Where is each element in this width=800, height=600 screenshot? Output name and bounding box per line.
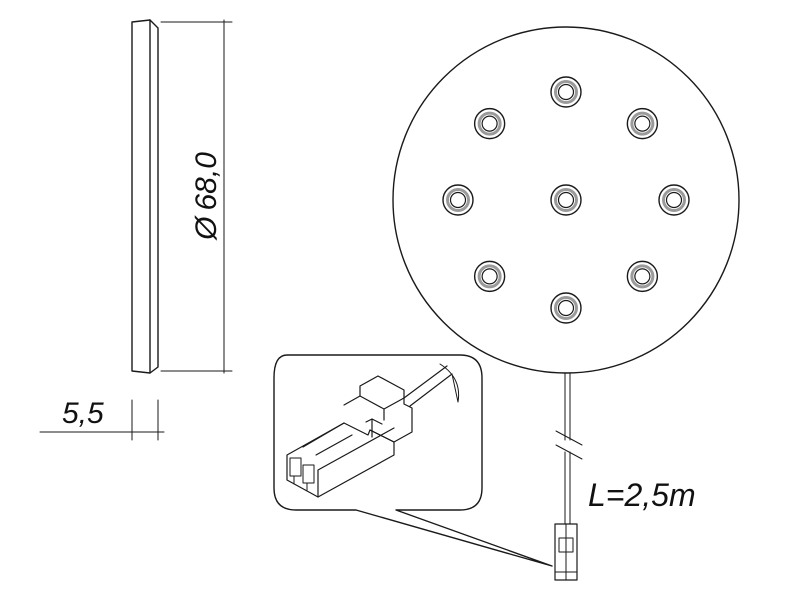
connector-latch <box>558 537 574 553</box>
cable-break-mark-bottom <box>555 444 583 460</box>
led-7 <box>473 260 506 293</box>
detail-contact-right <box>302 464 315 484</box>
led-inner-ring <box>634 115 651 132</box>
detail-housing-side <box>317 427 395 498</box>
led-inner-ring <box>557 191 575 209</box>
led-lens <box>554 188 578 212</box>
led-inner-ring <box>557 83 575 101</box>
led-lens <box>446 188 470 212</box>
thickness-label: 5,5 <box>62 397 104 430</box>
cable-break-mark-top <box>555 430 583 446</box>
detail-latch-ridge <box>359 395 405 421</box>
led-lens <box>630 264 655 289</box>
led-outer-ring <box>442 184 474 216</box>
diameter-symbol: Ø <box>190 215 223 241</box>
led-inner-ring <box>481 268 498 285</box>
front-view <box>392 26 740 374</box>
led-inner-ring <box>557 299 575 317</box>
detail-cable-cut <box>439 363 460 403</box>
led-outer-ring <box>473 107 506 140</box>
led-outer-ring <box>626 260 659 293</box>
led-lens <box>477 264 502 289</box>
connector-callout <box>273 354 553 567</box>
cable-end-connector <box>554 523 578 581</box>
cable-length-label: L=2,5m <box>588 477 696 513</box>
led-lens <box>477 111 502 136</box>
detail-contact-tabs <box>293 475 308 491</box>
detail-catch <box>365 418 383 438</box>
detail-housing-top <box>286 422 395 498</box>
diameter-label: Ø 68,0 <box>190 152 223 241</box>
led-5 <box>626 260 659 293</box>
detail-contact-left <box>289 457 302 477</box>
led-2 <box>550 76 582 108</box>
led-outer-ring <box>550 184 582 216</box>
side-profile <box>131 19 159 374</box>
led-4 <box>658 184 690 216</box>
diameter-value: 68,0 <box>190 152 223 211</box>
led-inner-ring <box>634 268 651 285</box>
led-6 <box>550 292 582 324</box>
led-1 <box>550 184 582 216</box>
led-inner-ring <box>449 191 467 209</box>
led-3 <box>626 107 659 140</box>
led-8 <box>442 184 474 216</box>
connector-detail <box>286 363 460 498</box>
detail-latch <box>343 375 413 443</box>
detail-cable <box>403 365 453 407</box>
led-lens <box>662 188 686 212</box>
led-group <box>442 76 690 324</box>
led-outer-ring <box>658 184 690 216</box>
led-outer-ring <box>550 76 582 108</box>
cable: L=2,5m <box>554 372 696 581</box>
led-lens <box>554 296 578 320</box>
led-outer-ring <box>473 260 506 293</box>
led-outer-ring <box>550 292 582 324</box>
detail-housing-ridge <box>302 422 353 456</box>
led-inner-ring <box>665 191 683 209</box>
led-lens <box>554 80 578 104</box>
led-inner-ring <box>481 115 498 132</box>
led-outer-ring <box>626 107 659 140</box>
led-9 <box>473 107 506 140</box>
led-lens <box>630 111 655 136</box>
side-view: Ø 68,0 5,5 <box>39 19 233 441</box>
puck-outline <box>392 26 740 374</box>
callout-bubble <box>273 354 553 567</box>
